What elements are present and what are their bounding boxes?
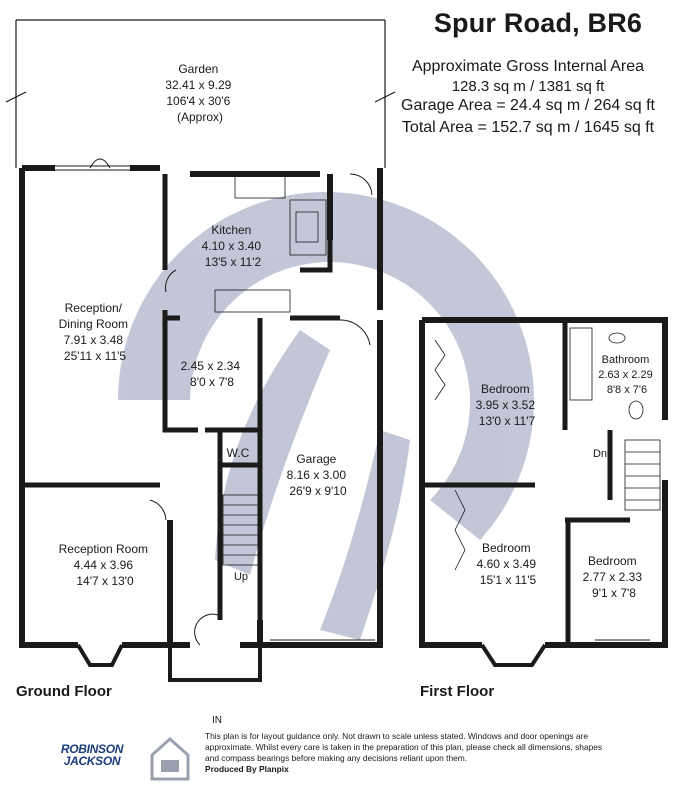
utility-label: 2.45 x 2.34 8'0 x 7'8	[181, 359, 244, 389]
floor-plan: Garden 32.41 x 9.29 106'4 x 30'6 (Approx…	[5, 19, 668, 682]
kitchen-imperial: 13'5 x 11'2	[205, 255, 262, 269]
reception-room-metric: 4.44 x 3.96	[74, 558, 134, 572]
reception-dining-label: Reception/ Dining Room 7.91 x 3.48 25'11…	[59, 301, 132, 363]
bedroom1-name: Bedroom	[481, 382, 530, 396]
garden-area	[5, 19, 396, 168]
garage-area: Garage Area = 24.4 sq m / 264 sq ft	[401, 97, 655, 114]
utility-metric: 2.45 x 2.34	[181, 359, 241, 373]
agent-logo: ROBINSON JACKSON	[58, 743, 126, 767]
planpix-house-icon	[150, 736, 190, 781]
gross-area-value: 128.3 sq m / 1381 sq ft	[451, 78, 605, 95]
bedroom3-name: Bedroom	[588, 554, 637, 568]
agent-logo-line2: JACKSON	[63, 754, 121, 768]
bedroom1-imperial: 13'0 x 11'7	[479, 414, 536, 428]
reception-dining-name1: Reception/	[65, 301, 123, 315]
bedroom2-metric: 4.60 x 3.49	[477, 557, 537, 571]
ground-floor-walls	[19, 158, 383, 682]
reception-dining-metric: 7.91 x 3.48	[64, 333, 124, 347]
gross-area-label: Approximate Gross Internal Area	[411, 58, 645, 75]
kitchen-label: Kitchen 4.10 x 3.40 13'5 x 11'2	[202, 223, 265, 269]
stairs-up-label: Up	[234, 571, 248, 583]
wc-label: W.C	[227, 446, 250, 460]
garden-imperial: 106'4 x 30'6	[166, 94, 230, 108]
total-area: Total Area = 152.7 sq m / 1645 sq ft	[401, 119, 655, 136]
bedroom2-imperial: 15'1 x 11'5	[480, 573, 537, 587]
agent-logo-line1: ROBINSON	[60, 742, 124, 756]
garage-label: Garage 8.16 x 3.00 26'9 x 9'10	[287, 452, 350, 498]
wc-name: W.C	[227, 446, 250, 460]
bathroom-metric: 2.63 x 2.29	[598, 369, 652, 381]
garage-imperial: 26'9 x 9'10	[289, 484, 347, 498]
bathroom-name: Bathroom	[602, 354, 650, 366]
first-floor-label: First Floor	[420, 683, 495, 700]
room-labels: Garden 32.41 x 9.29 106'4 x 30'6 (Approx…	[59, 62, 656, 600]
garden-metric: 32.41 x 9.29	[165, 78, 231, 92]
reception-room-imperial: 14'7 x 13'0	[76, 574, 134, 588]
kitchen-metric: 4.10 x 3.40	[202, 239, 262, 253]
bathroom-imperial: 8'8 x 7'6	[607, 384, 647, 396]
bedroom2-name: Bedroom	[482, 541, 531, 555]
disclaimer-text: This plan is for layout guidance only. N…	[205, 731, 603, 763]
garden-label: Garden 32.41 x 9.29 106'4 x 30'6 (Approx…	[165, 62, 234, 124]
property-title: Spur Road, BR6	[433, 8, 643, 38]
bedroom2-label: Bedroom 4.60 x 3.49 15'1 x 11'5	[477, 541, 540, 587]
reception-room-label: Reception Room 4.44 x 3.96 14'7 x 13'0	[59, 542, 152, 588]
disclaimer: This plan is for layout guidance only. N…	[205, 731, 605, 775]
garage-metric: 8.16 x 3.00	[287, 468, 347, 482]
producer-credit: Produced By Planpix	[205, 764, 289, 774]
bedroom3-imperial: 9'1 x 7'8	[592, 586, 636, 600]
garden-approx: (Approx)	[177, 110, 223, 124]
first-floor-walls	[419, 317, 668, 667]
reception-dining-name2: Dining Room	[59, 317, 128, 331]
bedroom1-metric: 3.95 x 3.52	[476, 398, 536, 412]
entry-label: IN	[212, 715, 222, 726]
garden-name: Garden	[178, 62, 218, 76]
reception-dining-imperial: 25'11 x 11'5	[64, 349, 127, 363]
bedroom1-label: Bedroom 3.95 x 3.52 13'0 x 11'7	[476, 382, 539, 428]
bathroom-label: Bathroom 2.63 x 2.29 8'8 x 7'6	[598, 354, 656, 396]
utility-imperial: 8'0 x 7'8	[190, 375, 234, 389]
ground-floor-label: Ground Floor	[16, 683, 112, 700]
kitchen-name: Kitchen	[211, 223, 251, 237]
garage-name: Garage	[296, 452, 336, 466]
bedroom3-label: Bedroom 2.77 x 2.33 9'1 x 7'8	[583, 554, 646, 600]
reception-room-name: Reception Room	[59, 542, 148, 556]
bedroom3-metric: 2.77 x 2.33	[583, 570, 643, 584]
stairs-down-label: Dn	[593, 448, 607, 460]
watermark-logo	[118, 192, 535, 640]
